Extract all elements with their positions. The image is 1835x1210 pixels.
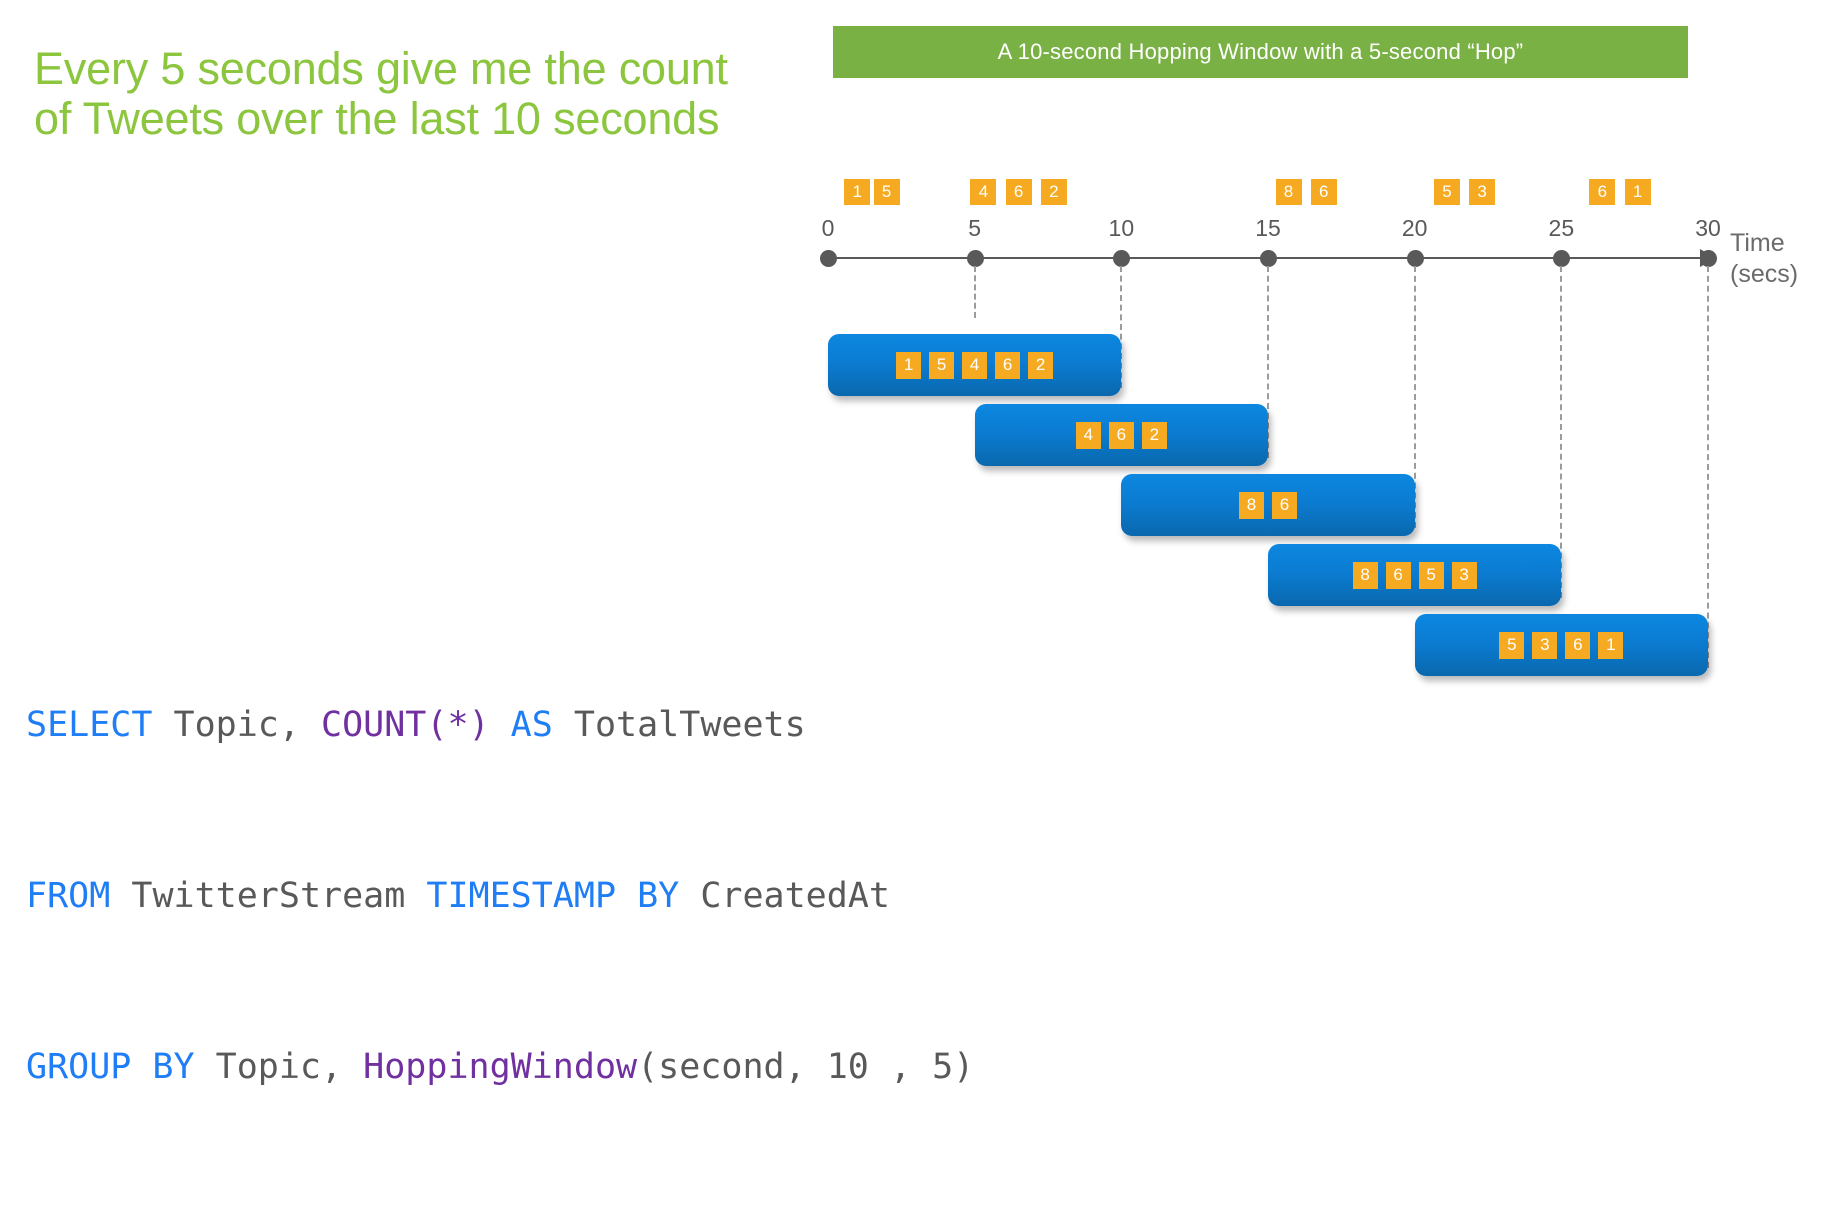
tweet-chip: 3 xyxy=(1469,179,1496,205)
axis-tick-dot xyxy=(1406,250,1424,267)
sql-token-keyword: FROM xyxy=(26,876,111,916)
headline-text: Every 5 seconds give me the count of Twe… xyxy=(34,43,728,144)
window-tweet-chip: 3 xyxy=(1532,631,1558,659)
tweet-chip: 6 xyxy=(1589,179,1616,205)
axis-tick-dot xyxy=(966,250,984,267)
axis-tick-dot xyxy=(1113,250,1131,267)
sql-token-keyword: TIMESTAMP BY xyxy=(426,876,680,916)
window-tweet-chip: 6 xyxy=(1385,561,1411,589)
time-axis-arrow-icon xyxy=(1700,249,1716,267)
sql-token-keyword: AS xyxy=(510,705,553,745)
window-tweet-chip: 8 xyxy=(1238,491,1264,519)
window-tweet-chip: 5 xyxy=(929,351,955,379)
sql-token-identifier: (second, 10 , 5) xyxy=(637,1047,975,1087)
axis-title-line1: Time xyxy=(1730,229,1785,257)
tweet-chip: 5 xyxy=(1433,179,1460,205)
axis-tick-label: 15 xyxy=(1255,215,1281,241)
sql-token-function: HoppingWindow xyxy=(363,1047,638,1087)
axis-guide-line xyxy=(1267,266,1269,458)
tweet-chip: 8 xyxy=(1275,179,1302,205)
axis-tick-dot xyxy=(1700,250,1717,267)
axis-tick-dot xyxy=(1260,250,1277,267)
window-tweet-chip: 6 xyxy=(1271,491,1297,519)
axis-tick-dot xyxy=(820,250,837,267)
axis-title-line2: (secs) xyxy=(1730,260,1799,288)
axis-title: Time (secs) xyxy=(1730,228,1798,290)
tweet-chip: 5 xyxy=(873,179,900,205)
banner: A 10-second Hopping Window with a 5-seco… xyxy=(833,26,1688,78)
axis-guide-line xyxy=(973,266,976,318)
banner-title: A 10-second Hopping Window with a 5-seco… xyxy=(997,39,1524,64)
axis-tick-label: 20 xyxy=(1401,215,1428,241)
time-axis-line xyxy=(828,257,1708,259)
axis-tick-label: 0 xyxy=(821,215,835,241)
window-tweet-chip: 5 xyxy=(1418,561,1444,589)
sql-token-function: COUNT(*) xyxy=(321,705,490,745)
window-tweet-chip: 6 xyxy=(1565,631,1591,659)
window-tweet-chip: 4 xyxy=(1075,421,1101,449)
sql-token-keyword: GROUP BY xyxy=(26,1047,195,1087)
axis-tick-dot xyxy=(1553,250,1571,267)
window-tweet-chip: 8 xyxy=(1352,561,1378,589)
axis-guide-line xyxy=(1560,266,1563,598)
window-tweet-chip: 6 xyxy=(1108,421,1134,449)
axis-tick-label: 30 xyxy=(1695,215,1721,241)
window-tweet-chip: 3 xyxy=(1451,561,1477,589)
sql-token-identifier: CreatedAt xyxy=(679,876,890,916)
axis-guide-line xyxy=(1120,266,1123,388)
sql-line-1: SELECT Topic, COUNT(*) AS TotalTweets xyxy=(26,697,974,754)
tweet-chip: 1 xyxy=(1624,179,1651,205)
tweet-chip: 6 xyxy=(1005,179,1032,205)
axis-tick-label: 10 xyxy=(1108,215,1135,241)
axis-guide-line xyxy=(1413,266,1416,528)
sql-query-block: SELECT Topic, COUNT(*) AS TotalTweets FR… xyxy=(26,583,974,1210)
window-tweet-chip: 6 xyxy=(995,351,1021,379)
window-tweet-chip: 1 xyxy=(1598,631,1624,659)
window-tweet-chip: 1 xyxy=(896,351,922,379)
sql-line-2: FROM TwitterStream TIMESTAMP BY CreatedA… xyxy=(26,868,974,925)
axis-tick-label: 5 xyxy=(968,215,982,241)
axis-tick-label: 25 xyxy=(1548,215,1575,241)
sql-token-identifier: TotalTweets xyxy=(552,705,806,745)
sql-token-keyword: SELECT xyxy=(26,705,153,745)
sql-token-identifier xyxy=(490,705,511,745)
tweet-chip: 1 xyxy=(844,179,871,205)
slide-canvas: Every 5 seconds give me the count of Twe… xyxy=(26,26,1799,1087)
sql-token-identifier: Topic, xyxy=(152,705,322,745)
window-tweet-chip: 2 xyxy=(1141,421,1167,449)
sql-line-3: GROUP BY Topic, HoppingWindow(second, 10… xyxy=(26,1039,974,1096)
window-tweet-chip: 4 xyxy=(962,351,988,379)
tweet-chip: 2 xyxy=(1040,179,1067,205)
sql-token-identifier: Topic, xyxy=(194,1047,364,1087)
tweet-chip: 6 xyxy=(1310,179,1337,205)
tweet-chip: 4 xyxy=(970,179,997,205)
sql-token-identifier: TwitterStream xyxy=(110,876,427,916)
axis-guide-line xyxy=(1707,266,1709,668)
window-tweet-chip: 5 xyxy=(1499,631,1525,659)
window-tweet-chip: 2 xyxy=(1028,351,1054,379)
